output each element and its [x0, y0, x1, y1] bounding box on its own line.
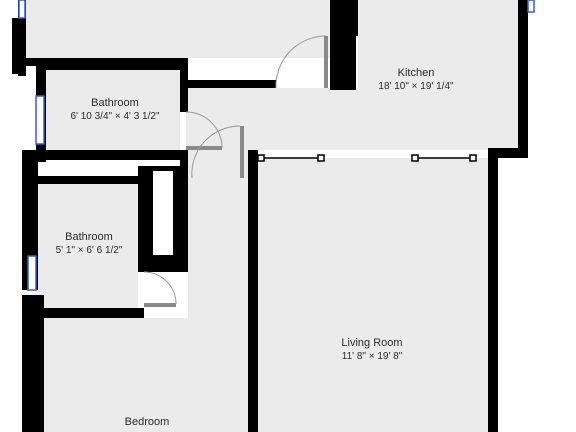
wall	[180, 62, 188, 112]
hallway-floor	[186, 88, 518, 150]
living-room-floor	[258, 158, 488, 432]
wall	[518, 0, 528, 150]
wall	[180, 150, 188, 178]
door-corridor	[191, 125, 244, 179]
bathroom-1-floor	[46, 70, 180, 150]
divider-end	[411, 154, 419, 162]
bedroom-floor	[44, 318, 248, 432]
room-labels: Kitchen 18' 10" × 19' 1/4" Bathroom 6' 1…	[56, 67, 454, 428]
room-dimensions-living-room: 11' 8" × 19' 8"	[342, 351, 403, 362]
wall	[38, 62, 188, 70]
walls	[12, 0, 528, 432]
room-label-kitchen: Kitchen	[398, 67, 435, 79]
wall	[248, 150, 258, 432]
room-dimensions-bathroom-1: 6' 10 3/4" × 4' 3 1/2"	[70, 111, 159, 122]
room-label-living-room: Living Room	[341, 337, 402, 349]
windows	[18, 0, 535, 291]
room-label-bathroom-1: Bathroom	[91, 97, 139, 109]
wall-pillar	[330, 0, 358, 36]
window	[18, 0, 26, 19]
divider-end	[317, 154, 325, 162]
wall	[38, 308, 144, 318]
wall	[188, 80, 276, 88]
wall	[28, 176, 148, 184]
door-kitchen	[275, 35, 328, 89]
room-dimensions-kitchen: 18' 10" × 19' 1/4"	[378, 81, 454, 92]
divider-end	[257, 154, 265, 162]
wall	[12, 18, 26, 74]
window	[27, 255, 37, 291]
floor-areas	[26, 0, 518, 432]
bathroom-2-floor	[38, 184, 138, 308]
wall	[488, 148, 498, 432]
door-bathroom-1	[185, 111, 223, 150]
wall	[22, 295, 44, 432]
doors	[143, 35, 328, 307]
window	[527, 0, 535, 13]
window	[35, 95, 45, 145]
wall-pillar	[330, 36, 356, 90]
wall	[22, 150, 38, 290]
room-dimensions-bathroom-2: 5' 1" × 6' 6 1/2"	[56, 245, 123, 256]
wall	[22, 150, 188, 160]
room-dividers	[257, 154, 477, 162]
door-bathroom-2	[143, 271, 177, 307]
wall	[488, 148, 528, 158]
top-room-floor	[26, 0, 330, 58]
closet	[151, 169, 175, 257]
room-label-bathroom-2: Bathroom	[65, 231, 113, 243]
divider-end	[469, 154, 477, 162]
room-label-bedroom: Bedroom	[125, 416, 170, 428]
